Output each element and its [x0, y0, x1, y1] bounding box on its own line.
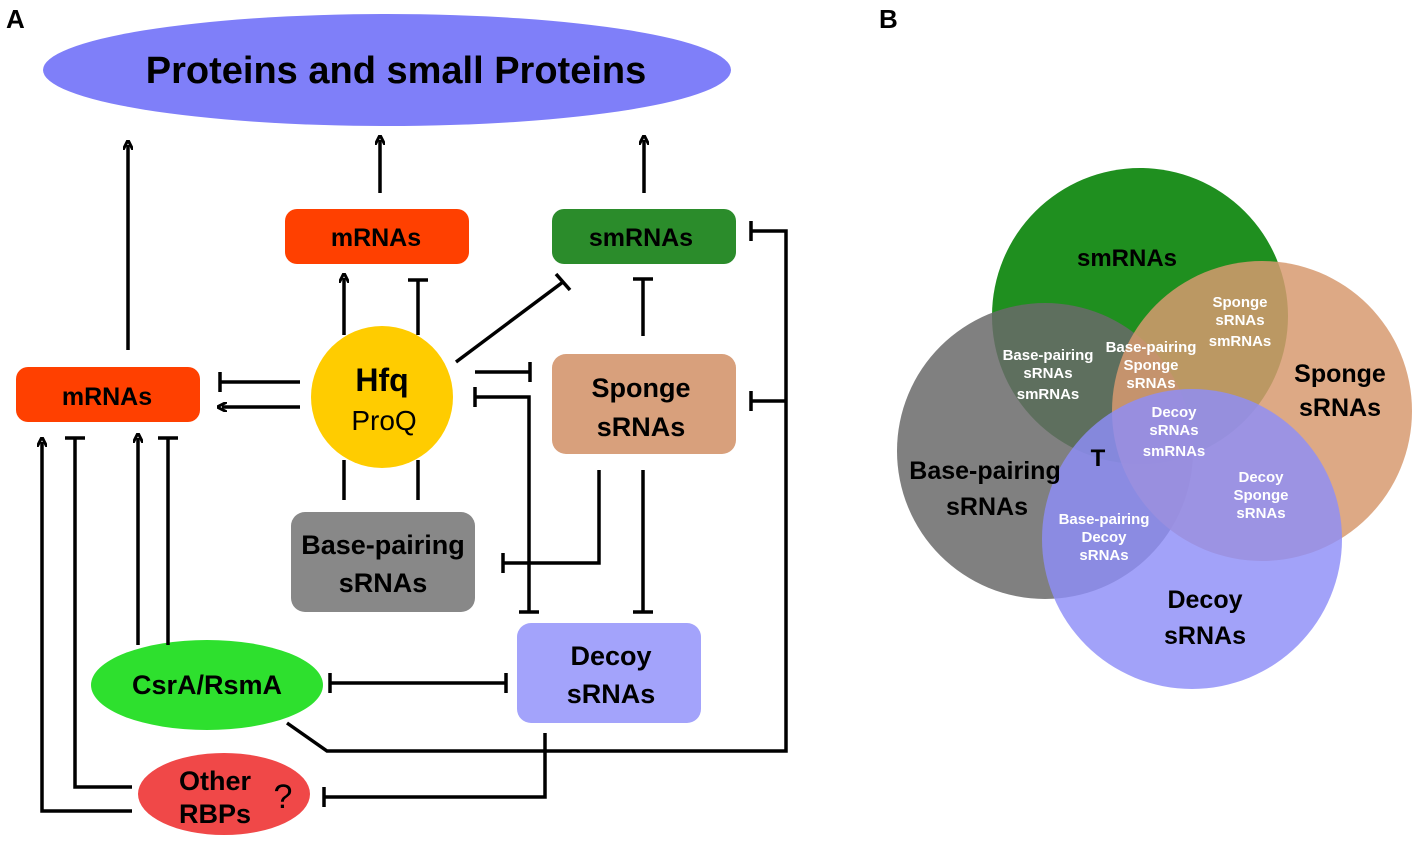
venn-label-sponge-2: sRNAs [1299, 394, 1381, 422]
venn-decoy-sm-3: smRNAs [1143, 443, 1206, 460]
other-rbps-node [138, 753, 310, 835]
venn-decoy-sponge-3: sRNAs [1236, 505, 1285, 522]
inhibit-sponge-basepairing [503, 470, 601, 565]
venn-bp-sm-1: Base-pairing [1003, 347, 1094, 364]
venn-bp-sponge-1: Base-pairing [1106, 339, 1197, 356]
inhibit-decoy-other [324, 733, 547, 799]
question-mark: ? [274, 778, 293, 816]
venn-overlap-basepairing-decoy: Base-pairing Decoy sRNAs [1059, 511, 1150, 564]
smrnas-label: smRNAs [589, 224, 693, 252]
decoy-node [517, 623, 701, 723]
basepairing-label-2: sRNAs [339, 568, 428, 598]
venn-bp-decoy-2: Decoy [1081, 529, 1127, 546]
sponge-label-1: Sponge [592, 373, 691, 403]
other-rbps-label-1: Other [179, 766, 252, 796]
other-rbps-label-2: RBPs [179, 799, 251, 829]
inhibit-bar-hfq-smrna [554, 272, 572, 292]
csra-node [91, 640, 323, 730]
basepairing-label-1: Base-pairing [301, 530, 465, 560]
panel-b-label: B [879, 4, 898, 34]
venn-label-t: T [1091, 445, 1106, 472]
venn-overlap-decoy-sponge: Decoy Sponge sRNAs [1234, 469, 1289, 522]
venn-label-basepairing-1: Base-pairing [909, 457, 1060, 485]
proq-label: ProQ [351, 405, 416, 436]
venn-bp-decoy-1: Base-pairing [1059, 511, 1150, 528]
arrow-other-mrna [42, 442, 132, 813]
venn-label-decoy-1: Decoy [1167, 586, 1242, 614]
mrnas-left-node [16, 367, 200, 422]
venn-overlap-decoy-smrnas: Decoy sRNAs smRNAs [1143, 404, 1206, 460]
inhibit-other-mrna [73, 438, 132, 789]
venn-label-sponge-1: Sponge [1294, 360, 1386, 388]
venn-decoy-sm-1: Decoy [1151, 404, 1197, 421]
arrows-to-proteins [128, 140, 644, 350]
venn-diagram [897, 168, 1412, 689]
basepairing-node [291, 512, 475, 612]
proteins-label: Proteins and small Proteins [146, 50, 646, 92]
csra-label: CsrA/RsmA [132, 670, 282, 700]
venn-decoy-sm-2: sRNAs [1149, 422, 1198, 439]
inhibit-hfq-smrna [454, 280, 565, 364]
mrnas-top-node [285, 209, 469, 264]
inhibit-decoy-hfq [475, 395, 531, 612]
regulation-edges [42, 221, 788, 813]
smrnas-node [552, 209, 736, 264]
hfq-label: Hfq [355, 362, 408, 398]
decoy-label-1: Decoy [570, 641, 651, 671]
panel-a-label: A [6, 4, 25, 34]
mrnas-top-label: mRNAs [331, 224, 421, 252]
venn-label-decoy-2: sRNAs [1164, 622, 1246, 650]
venn-label-smrnas: smRNAs [1077, 245, 1177, 272]
venn-bp-sm-3: smRNAs [1017, 386, 1080, 403]
decoy-label-2: sRNAs [567, 679, 656, 709]
venn-overlap-basepairing-smrnas: Base-pairing sRNAs smRNAs [1003, 347, 1094, 403]
sponge-label-2: sRNAs [597, 412, 686, 442]
venn-sponge-sm-1: Sponge [1213, 294, 1268, 311]
hfq-node [311, 326, 453, 468]
venn-decoy-sponge-1: Decoy [1238, 469, 1284, 486]
venn-bp-decoy-3: sRNAs [1079, 547, 1128, 564]
inhibit-csra-smrna [285, 229, 788, 753]
venn-label-basepairing-2: sRNAs [946, 493, 1028, 521]
venn-circle-decoy [1042, 389, 1342, 689]
venn-sponge-sm-2: sRNAs [1215, 312, 1264, 329]
venn-overlap-basepairing-sponge: Base-pairing Sponge sRNAs [1106, 339, 1197, 392]
mrnas-left-label: mRNAs [62, 383, 152, 411]
venn-sponge-sm-3: smRNAs [1209, 333, 1272, 350]
proteins-node [43, 14, 731, 126]
venn-bp-sponge-2: Sponge [1124, 357, 1179, 374]
venn-bp-sm-2: sRNAs [1023, 365, 1072, 382]
sponge-node [552, 354, 736, 454]
venn-decoy-sponge-2: Sponge [1234, 487, 1289, 504]
venn-bp-sponge-3: sRNAs [1126, 375, 1175, 392]
venn-overlap-sponge-smrnas: Sponge sRNAs smRNAs [1209, 294, 1272, 350]
